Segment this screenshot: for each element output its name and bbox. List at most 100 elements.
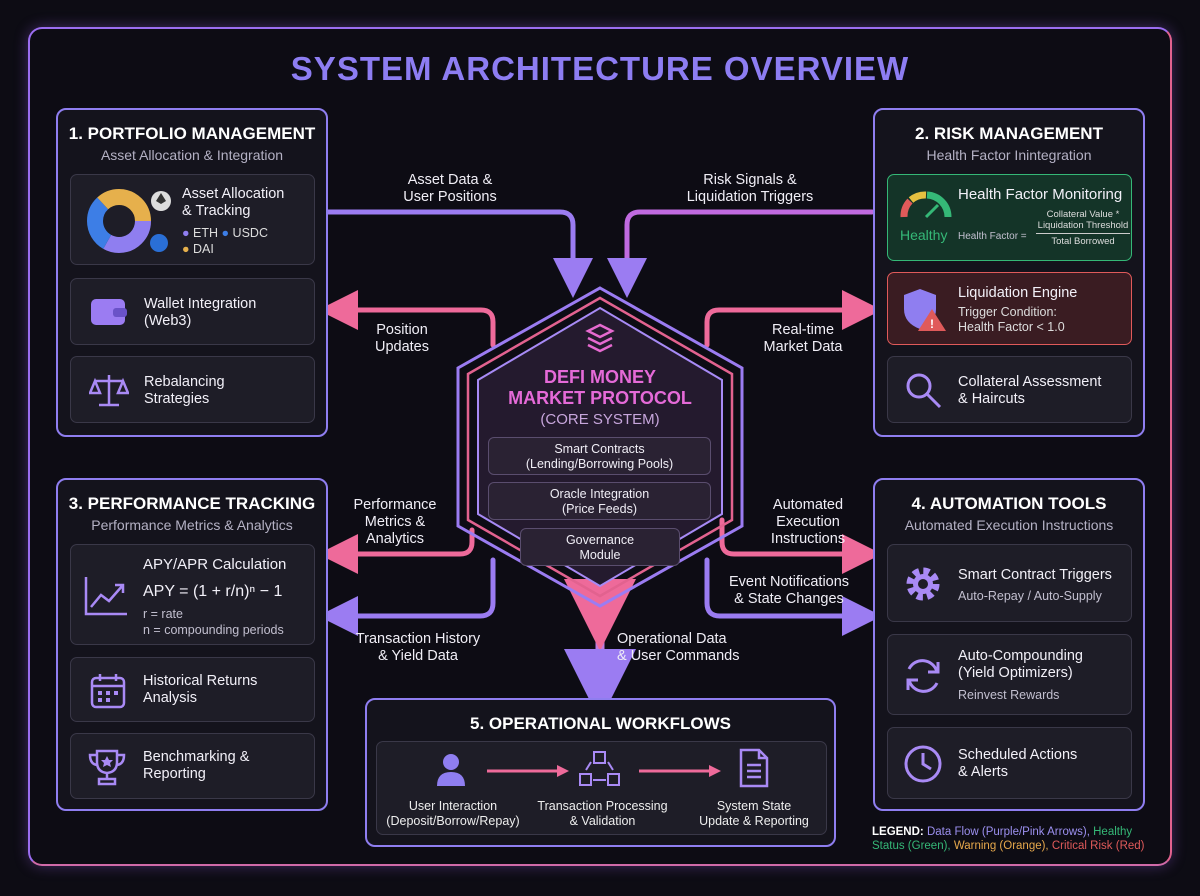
flow-line: Liquidation Triggers — [686, 189, 814, 205]
card-title: Smart Contract Triggers — [958, 567, 1112, 583]
flow-line: Real-time — [771, 322, 835, 338]
card-title: Collateral Assessment — [958, 374, 1102, 390]
module-smart-contracts[interactable]: Smart Contracts(Lending/Borrowing Pools) — [488, 437, 711, 475]
flow-line: User Positions — [403, 189, 497, 205]
arrow-position-updates — [318, 290, 496, 348]
flow-line: Event Notifications — [728, 574, 850, 590]
panel-subheading: Automated Execution Instructions — [904, 517, 1114, 533]
card-title: Health Factor Monitoring — [958, 186, 1123, 203]
panel-operational-workflows: 5. OPERATIONAL WORKFLOWS User Interactio… — [365, 698, 836, 847]
card-title: Wallet Integration — [144, 296, 257, 312]
flow-label-ops: Operational Data& User Commands — [617, 631, 757, 665]
core-title: DEFI MONEY MARKET PROTOCOL (CORE SYSTEM) — [478, 367, 722, 430]
flow-line: Asset Data & — [407, 172, 493, 188]
flow-label-tx: Transaction History& Yield Data — [343, 631, 493, 665]
panel-heading: 5. OPERATIONAL WORKFLOWS — [470, 714, 731, 733]
card-title: Asset Allocation — [182, 186, 285, 202]
legend: LEGEND: Data Flow (Purple/Pink Arrows), … — [872, 825, 1162, 853]
flow-label-risk: Risk Signals &Liquidation Triggers — [670, 172, 830, 206]
legend-data-flow: Data Flow (Purple/Pink Arrows), — [926, 826, 1090, 838]
panel-heading: 4. AUTOMATION TOOLS — [911, 494, 1107, 513]
apy-formula: (1 + r/n)ⁿ − 1 — [192, 583, 283, 600]
flow-line: Updates — [374, 339, 429, 355]
card-title-line2: (Yield Optimizers) — [958, 665, 1073, 681]
card-title-line2: & Tracking — [182, 203, 251, 219]
card-title-line2: & Haircuts — [958, 391, 1025, 407]
donut-chart-icon — [79, 185, 174, 257]
card-title: Liquidation Engine — [958, 285, 1078, 301]
module-sub: (Lending/Borrowing Pools) — [525, 457, 674, 471]
page-title: SYSTEM ARCHITECTURE OVERVIEW — [290, 50, 910, 87]
arrow-asset-data — [325, 209, 593, 298]
workflow-steps: User Interaction(Deposit/Borrow/Repay) T… — [376, 741, 827, 835]
trigger-condition-value: Health Factor < 1.0 — [958, 320, 1065, 334]
card-title-line2: Analysis — [143, 690, 197, 706]
card-title: Auto-Compounding — [958, 648, 1083, 664]
flow-line: Analytics — [365, 531, 425, 547]
card-collateral-assessment[interactable]: Collateral Assessment & Haircuts — [887, 356, 1132, 423]
card-title: Historical Returns — [143, 673, 258, 689]
arrow-automated — [719, 517, 882, 574]
formula-numerator: Collateral Value * — [1046, 209, 1120, 220]
flow-line: & State Changes — [734, 591, 844, 607]
step-title: Transaction Processing — [537, 799, 668, 813]
card-wallet-integration[interactable]: Wallet Integration (Web3) — [70, 278, 315, 345]
flow-line: Position — [376, 322, 428, 338]
legend-eth: ETH — [193, 226, 219, 240]
formula-var-n: n = compounding periods — [143, 623, 284, 637]
step-title: System State — [716, 799, 792, 813]
flow-line: Metrics & — [364, 514, 426, 530]
formula-numerator-2: Liquidation Threshold — [1036, 220, 1130, 234]
usdc-dot: ● — [221, 226, 233, 240]
card-rebalancing[interactable]: Rebalancing Strategies — [70, 356, 315, 423]
card-apy-calculation[interactable]: APY/APR Calculation APY = (1 + r/n)ⁿ − 1… — [70, 544, 315, 645]
card-title: Scheduled Actions — [958, 747, 1078, 763]
flow-line: Risk Signals & — [703, 172, 797, 188]
step-title: User Interaction — [408, 799, 498, 813]
panel-automation-tools: 4. AUTOMATION TOOLS Automated Execution … — [873, 478, 1145, 811]
legend-usdc: USDC — [232, 226, 268, 240]
dai-dot: ● — [182, 242, 194, 256]
layers-icon — [585, 322, 615, 356]
panel-risk-management: 2. RISK MANAGEMENT Health Factor Ininteg… — [873, 108, 1145, 437]
card-title: APY/APR Calculation — [143, 556, 287, 573]
legend-critical: Critical Risk (Red) — [1051, 840, 1145, 852]
apy-formula-lhs: APY = — [143, 583, 189, 600]
legend-label: LEGEND: — [872, 826, 924, 838]
flow-line: & Yield Data — [378, 648, 458, 664]
card-liquidation-engine[interactable]: ! Liquidation Engine Trigger Condition: … — [887, 272, 1132, 345]
panel-heading: 2. RISK MANAGEMENT — [915, 124, 1103, 143]
card-title: Rebalancing — [144, 374, 225, 390]
panel-subheading: Health Factor Inintegration — [926, 147, 1092, 163]
card-benchmarking[interactable]: Benchmarking & Reporting — [70, 733, 315, 799]
card-auto-compounding[interactable]: Auto-Compounding (Yield Optimizers) Rein… — [887, 634, 1132, 715]
card-title-line2: (Web3) — [144, 313, 192, 329]
step-sub: (Deposit/Borrow/Repay) — [386, 814, 520, 828]
card-asset-allocation[interactable]: Asset Allocation & Tracking ● ETH ● USDC… — [70, 174, 315, 265]
step-sub: Update & Reporting — [699, 814, 809, 828]
arrow-tx-history — [318, 557, 496, 636]
flow-line: Transaction History — [355, 631, 481, 647]
formula-var-r: r = rate — [143, 607, 183, 621]
flow-line: & User Commands — [617, 648, 740, 664]
module-title: Oracle Integration — [549, 487, 650, 501]
core-subtitle: (CORE SYSTEM) — [540, 411, 660, 428]
card-subtitle: Auto-Repay / Auto-Supply — [958, 589, 1102, 603]
module-title: Governance — [565, 533, 635, 547]
formula-denominator: Total Borrowed — [1051, 236, 1115, 247]
legend-healthy: Healthy Status (Green), — [872, 826, 1133, 852]
flow-label-event: Event Notifications& State Changes — [714, 574, 864, 608]
flow-label-asset: Asset Data &User Positions — [370, 172, 530, 206]
module-title: Smart Contracts — [554, 442, 645, 456]
core-title-line2: MARKET PROTOCOL — [508, 388, 692, 408]
svg-text:!: ! — [930, 317, 934, 331]
card-scheduled-actions[interactable]: Scheduled Actions & Alerts — [887, 727, 1132, 799]
module-oracle[interactable]: Oracle Integration(Price Feeds) — [488, 482, 711, 520]
card-historical-returns[interactable]: Historical Returns Analysis — [70, 657, 315, 722]
card-smart-contract-triggers[interactable]: Smart Contract Triggers Auto-Repay / Aut… — [887, 544, 1132, 622]
card-health-factor[interactable]: Healthy Health Factor Monitoring Health … — [887, 174, 1132, 261]
flow-line: Operational Data — [617, 631, 727, 647]
flow-line: Instructions — [770, 531, 846, 547]
